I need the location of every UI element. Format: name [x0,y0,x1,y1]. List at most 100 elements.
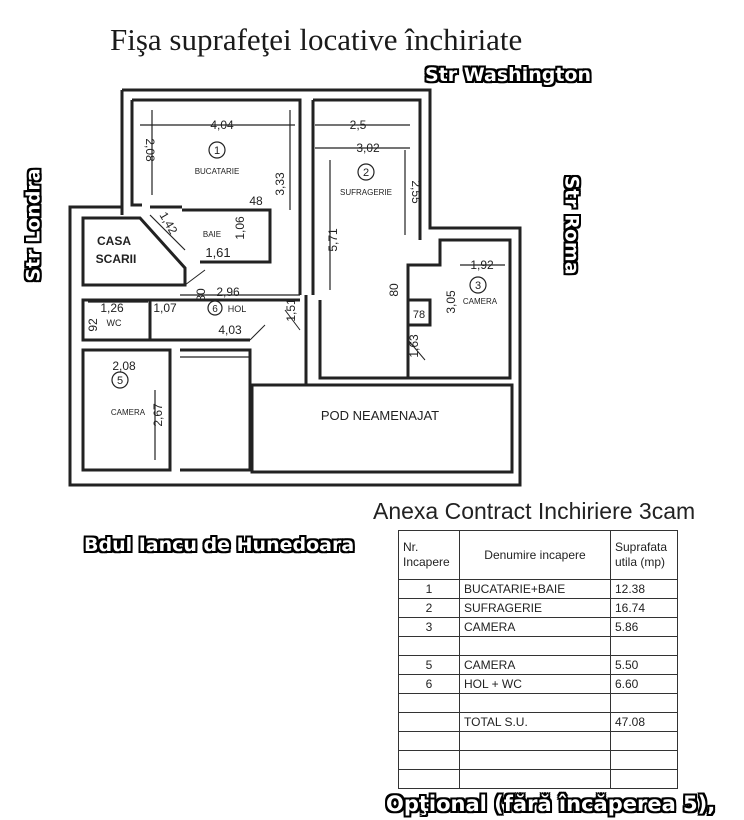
room-marker-5 [111,371,129,389]
area-table: Nr. Incapere Denumire incapere Suprafata… [398,530,678,789]
table-cell-name: TOTAL S.U. [459,712,611,732]
dim-label: 1,51 [284,298,298,322]
annex-title: Anexa Contract Inchiriere 3cam [373,498,696,524]
dim-label: 1,92 [470,258,494,272]
table-cell-name [459,769,611,789]
table-cell-name [459,636,611,656]
table-cell-area [610,693,678,713]
table-row [398,769,678,789]
room-number-2: 2 [363,167,369,179]
table-row [398,636,678,656]
street-label-top: Str Washington [425,64,591,86]
table-cell-nr [398,750,460,770]
table-row [398,693,678,713]
table-header-row: Nr. Incapere Denumire incapere Suprafata… [398,530,678,580]
dim-label: 48 [249,194,263,208]
table-cell-nr [398,769,460,789]
dim-label: 2,08 [143,138,157,162]
table-cell-nr [398,636,460,656]
table-cell-nr [398,731,460,751]
room-number-6: 6 [212,304,218,315]
table-cell-nr: 1 [398,579,460,599]
room-number-5: 5 [117,375,123,387]
table-cell-area: 12.38 [610,579,678,599]
table-row: TOTAL S.U.47.08 [398,712,678,732]
table-cell-nr [398,693,460,713]
table-cell-area [610,731,678,751]
dim-label: 1,61 [205,245,230,260]
dim-label: 3,33 [273,172,287,196]
room-marker-3 [469,276,487,294]
room-number-3: 3 [475,280,481,292]
dim-label: 2,96 [216,285,240,299]
dim-label: 1,42 [157,209,181,237]
dim-label: 80 [387,283,401,297]
dim-label: 78 [413,309,425,321]
room-name-wc: WC [107,318,122,328]
room-name-3: CAMERA [463,297,498,306]
dim-label: 3,05 [444,290,458,314]
dimension-lines [88,110,505,460]
dim-label: 1,07 [153,301,177,315]
casa-scarii-label-2: SCARII [96,252,137,266]
table-cell-area: 16.74 [610,598,678,618]
table-cell-name: SUFRAGERIE [459,598,611,618]
dim-label: 1,26 [100,301,124,315]
table-cell-area: 6.60 [610,674,678,694]
table-cell-name: BUCATARIE+BAIE [459,579,611,599]
table-cell-name [459,750,611,770]
dim-label: 1,06 [233,216,247,240]
room-name-6: HOL [228,304,247,314]
dim-label: 1,63 [407,334,421,358]
table-header: Denumire incapere [459,530,611,580]
table-row [398,750,678,770]
dim-label: 2,08 [112,359,136,373]
room-number-1: 1 [214,145,220,157]
room-name-5: CAMERA [111,408,146,417]
bottom-note: Opţional (fără încăperea 5), [386,792,716,816]
table-cell-area: 5.50 [610,655,678,675]
pod-label: POD NEAMENAJAT [321,408,439,423]
table-cell-nr: 2 [398,598,460,618]
dim-label: 2,67 [151,403,165,427]
room-name-2: SUFRAGERIE [340,188,392,197]
dim-label: 4,04 [210,118,234,132]
table-cell-name: CAMERA [459,655,611,675]
room-marker-1 [208,141,226,159]
casa-scarii-label-1: CASA [97,234,131,248]
dim-label: 3,02 [356,141,380,155]
table-cell-nr [398,712,460,732]
door-swings [184,269,426,361]
dim-label: 2,55 [409,180,423,204]
room-name-baie: BAIE [203,230,221,239]
street-label-bottom: Bdul Iancu de Hunedoara [84,534,355,556]
dim-label: 2,5 [350,118,367,132]
dim-label: 92 [86,318,100,332]
table-cell-area: 5.86 [610,617,678,637]
dim-label: 4,03 [218,323,242,337]
room-name-1: BUCATARIE [195,167,240,176]
table-cell-nr: 6 [398,674,460,694]
room-marker-2 [357,163,375,181]
table-header: Suprafata utila (mp) [610,530,678,580]
table-cell-name: CAMERA [459,617,611,637]
dim-label: 80 [194,288,208,302]
table-cell-area [610,750,678,770]
table-cell-area [610,636,678,656]
table-cell-area: 47.08 [610,712,678,732]
table-cell-nr: 3 [398,617,460,637]
plan-walls [68,88,522,487]
dim-label: 5,71 [326,228,340,252]
table-cell-nr: 5 [398,655,460,675]
table-cell-area [610,769,678,789]
page-title: Fişa suprafeţei locative închiriate [110,22,523,57]
floor-plan: 1 BUCATARIE 2 SUFRAGERIE 3 CAMERA 5 CAME… [68,88,522,487]
table-cell-name: HOL + WC [459,674,611,694]
table-cell-name [459,693,611,713]
table-header: Nr. Incapere [398,530,460,580]
room-marker-6 [207,300,223,316]
